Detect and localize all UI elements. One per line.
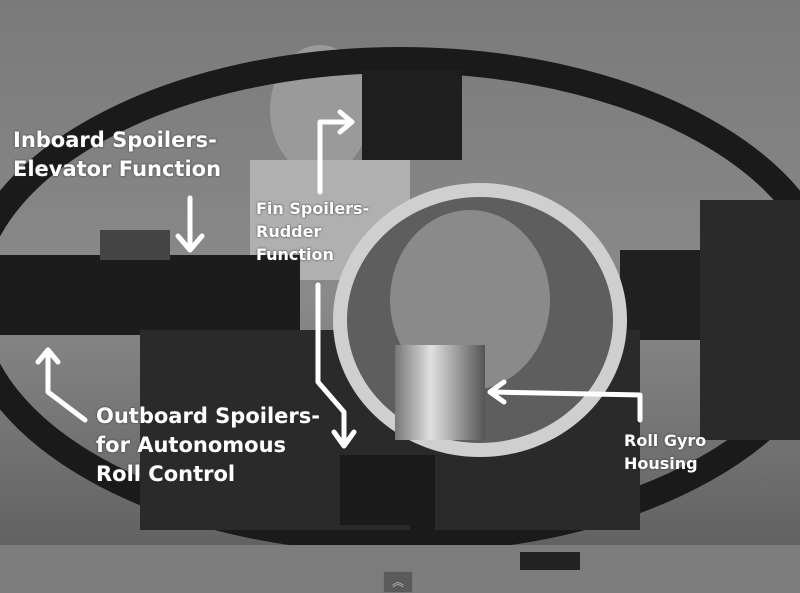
label-inboard-spoilers: Inboard Spoilers- Elevator Function — [13, 126, 221, 184]
label-line: Inboard Spoilers- — [13, 128, 217, 152]
label-line: Function — [256, 245, 334, 264]
label-roll-gyro: Roll Gyro Housing — [624, 429, 706, 475]
label-line: Rudder — [256, 222, 322, 241]
label-outboard-spoilers: Outboard Spoilers- for Autonomous Roll C… — [96, 402, 320, 489]
label-line: Roll Gyro — [624, 431, 707, 450]
double-chevron-up-icon[interactable]: ︽ — [383, 571, 413, 593]
label-line: Outboard Spoilers- — [96, 404, 320, 428]
label-line: for Autonomous — [96, 433, 287, 457]
label-fin-spoilers: Fin Spoilers- Rudder Function — [256, 197, 369, 266]
label-line: Housing — [624, 454, 698, 473]
label-line: Elevator Function — [13, 157, 222, 181]
label-line: Roll Control — [96, 462, 236, 486]
label-line: Fin Spoilers- — [256, 199, 370, 218]
